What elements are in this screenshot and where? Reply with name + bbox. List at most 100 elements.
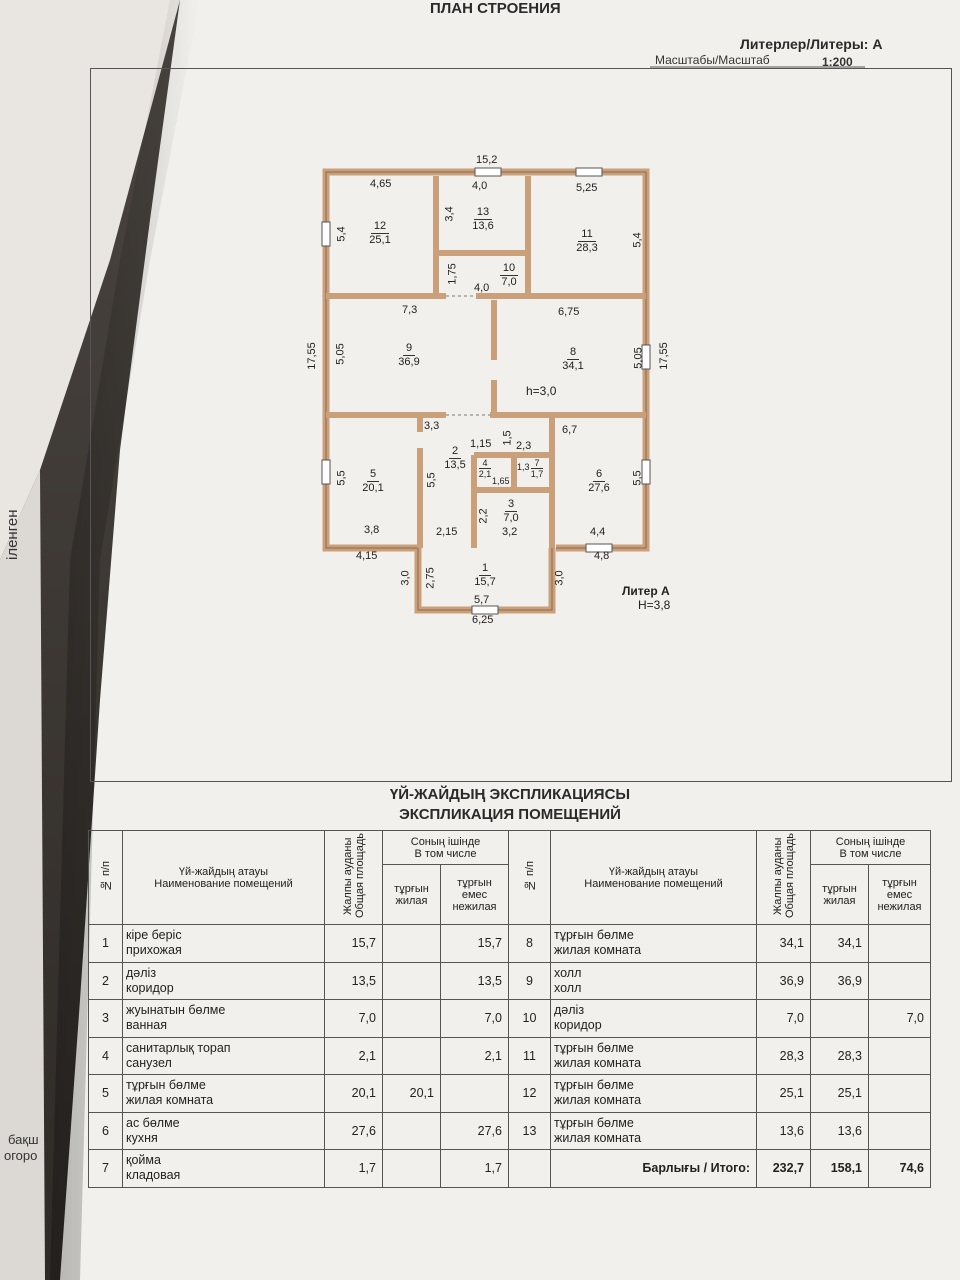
- room-name-kz: қойма: [126, 1153, 161, 1168]
- area-total: 28,3: [756, 1036, 811, 1075]
- room-name-kz: санитарлық торап: [126, 1040, 231, 1055]
- area-living: 20,1: [382, 1074, 441, 1113]
- room-name-ru: санузел: [126, 1055, 172, 1070]
- area-nonliving: 1,7: [440, 1149, 509, 1188]
- r8-height: h=3,0: [526, 384, 557, 398]
- room-name-kz: ас бөлме: [126, 1115, 180, 1130]
- area-living: 25,1: [810, 1074, 869, 1113]
- dim-r6-bw: 4,4: [590, 526, 606, 538]
- area-nonliving: 27,6: [440, 1111, 509, 1150]
- scale-value: 1:200: [822, 55, 853, 69]
- area-total: 15,7: [324, 924, 383, 963]
- dim-r6-w: 6,7: [562, 424, 578, 436]
- dim-porch-left: 3,0: [399, 570, 412, 586]
- area-total: 7,0: [756, 999, 811, 1038]
- room-name-kz: тұрғын бөлме: [554, 1078, 634, 1093]
- dim-bottom-left: 4,15: [356, 550, 378, 562]
- row-num: 2: [88, 961, 123, 1000]
- row-num: 5: [88, 1074, 123, 1113]
- plan-title: ПЛАН СТРОЕНИЯ: [430, 0, 561, 17]
- row-num: 11: [508, 1036, 551, 1075]
- row-num: 4: [88, 1036, 123, 1075]
- dim-r4-w2: 1,65: [492, 476, 510, 486]
- area-living: [382, 999, 441, 1038]
- dim-r3-w: 3,2: [502, 526, 518, 538]
- area-nonliving: [440, 1074, 509, 1113]
- dim-r9-h: 5,05: [334, 343, 347, 365]
- area-living: [382, 924, 441, 963]
- header-num: № п/п: [88, 830, 123, 925]
- row-num: 12: [508, 1074, 551, 1113]
- dim-r6-h: 5,5: [631, 470, 644, 486]
- area-total: 13,6: [756, 1111, 811, 1150]
- dim-bottom-right: 4,8: [594, 550, 610, 562]
- room-name-kz: кіре беріс: [126, 928, 182, 943]
- dim-r4-w: 1,15: [470, 438, 492, 450]
- row-num: 7: [88, 1149, 123, 1188]
- header-area: Жалпы ауданы Общая площадь: [324, 830, 383, 925]
- room-name-kz: дәліз: [554, 1003, 585, 1018]
- liter-height: Н=3,8: [638, 598, 671, 612]
- explication-title-ru: ЭКСПЛИКАЦИЯ ПОМЕЩЕНИЙ: [399, 806, 621, 823]
- dim-top: 15,2: [476, 154, 498, 166]
- area-living: [382, 1036, 441, 1075]
- area-living: [810, 999, 869, 1038]
- row-num: 3: [88, 999, 123, 1038]
- dim-r12-w: 4,65: [370, 178, 392, 190]
- area-living: 36,9: [810, 961, 869, 1000]
- dim-r10-h: 1,75: [446, 263, 459, 285]
- room-name-kz: жуынатын бөлме: [126, 1003, 226, 1018]
- area-nonliving: 2,1: [440, 1036, 509, 1075]
- dim-left: 17,55: [305, 342, 318, 370]
- area-total: 27,6: [324, 1111, 383, 1150]
- room-name-ru: ванная: [126, 1018, 167, 1033]
- row-num: 1: [88, 924, 123, 963]
- header-area-right: Жалпы ауданы Общая площадь: [756, 830, 811, 925]
- scale-label: Масштабы/Масштаб: [655, 53, 770, 67]
- totals-living: 158,1: [810, 1149, 869, 1188]
- area-nonliving: [868, 961, 931, 1000]
- row-num: 8: [508, 924, 551, 963]
- area-total: 34,1: [756, 924, 811, 963]
- area-living: [382, 961, 441, 1000]
- room-name-ru: коридор: [126, 980, 174, 995]
- area-living: 13,6: [810, 1111, 869, 1150]
- dim-r5-h: 5,5: [335, 470, 348, 486]
- area-nonliving: [868, 924, 931, 963]
- row-num: 6: [88, 1111, 123, 1150]
- room-name-ru: кладовая: [126, 1168, 181, 1183]
- dim-r2-w: 3,3: [424, 420, 440, 432]
- dim-porch-right: 3,0: [553, 570, 566, 586]
- dim-r5-w: 3,8: [364, 524, 380, 536]
- room-name-ru: прихожая: [126, 943, 182, 958]
- side-text-2: огоро: [4, 1148, 38, 1163]
- area-living: [382, 1149, 441, 1188]
- row-num: 9: [508, 961, 551, 1000]
- area-total: 2,1: [324, 1036, 383, 1075]
- room-name-ru: коридор: [554, 1018, 602, 1033]
- area-nonliving: 7,0: [868, 999, 931, 1038]
